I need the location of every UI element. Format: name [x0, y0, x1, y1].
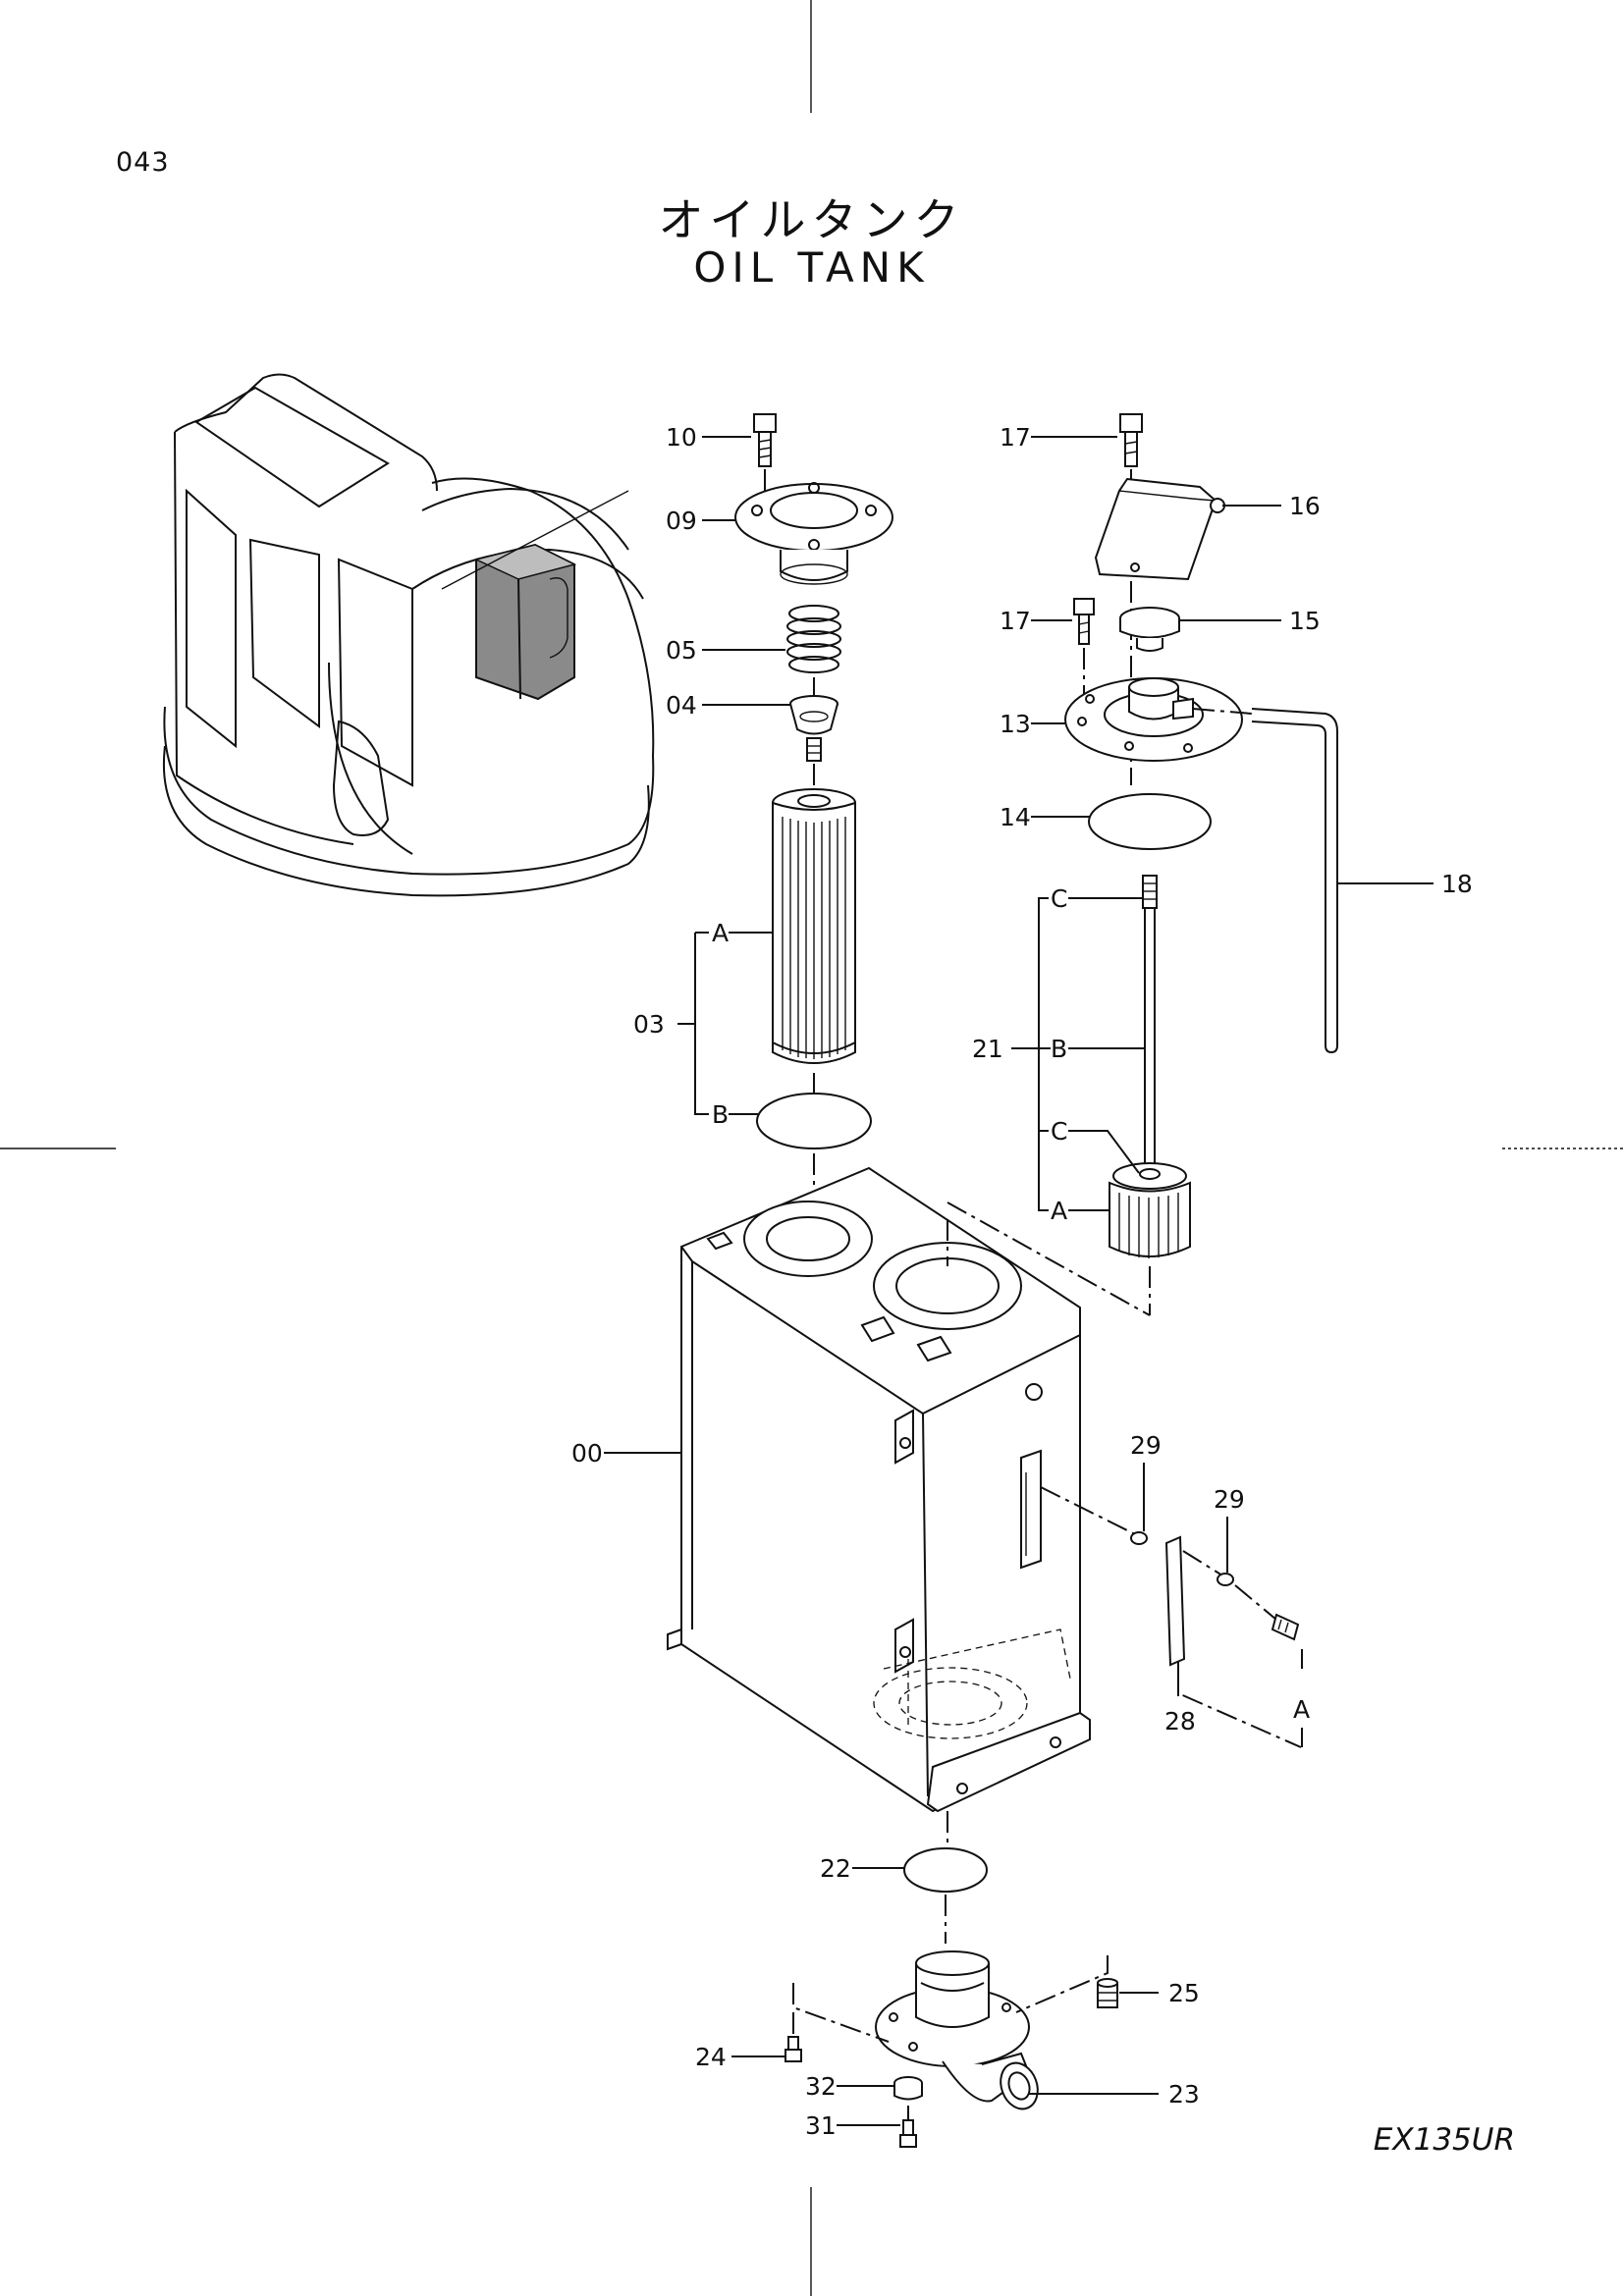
washer-29-a [1130, 1531, 1148, 1545]
oil-tank-00 [667, 1166, 1091, 1813]
callout-32: 32 [805, 2072, 837, 2101]
filter-element-03-a [772, 788, 856, 1064]
page-number: 043 [116, 147, 170, 178]
washer-29-b [1217, 1573, 1234, 1586]
callout-17-upper: 17 [1000, 423, 1031, 452]
callout-21-a: A [1051, 1197, 1067, 1225]
callout-03-b: B [712, 1100, 729, 1129]
title-english: OIL TANK [693, 243, 930, 292]
bolt-17-upper [1119, 413, 1143, 467]
callout-10: 10 [666, 423, 697, 452]
callout-03: 03 [633, 1010, 665, 1039]
callout-24: 24 [695, 2043, 727, 2071]
cover-09 [734, 482, 893, 585]
cap-15 [1119, 607, 1180, 652]
callout-28: 28 [1164, 1707, 1196, 1735]
bracket-16 [1094, 477, 1225, 581]
callout-15: 15 [1289, 607, 1321, 635]
o-ring-14 [1088, 793, 1212, 850]
filter-cover-assembly [734, 413, 893, 1266]
callout-31: 31 [805, 2111, 837, 2140]
callout-04: 04 [666, 691, 697, 720]
callout-16: 16 [1289, 492, 1321, 520]
callout-05: 05 [666, 636, 697, 665]
callout-23: 23 [1168, 2080, 1200, 2109]
callout-labels: 10 09 05 04 03 A B 17 16 17 15 13 14 18 … [571, 423, 1473, 2140]
callout-17-lower: 17 [1000, 607, 1031, 635]
bolt-17-lower [1073, 598, 1095, 645]
callout-09: 09 [666, 507, 697, 535]
hose-18 [1192, 708, 1338, 1054]
callout-13: 13 [1000, 710, 1031, 738]
callout-21: 21 [972, 1035, 1003, 1063]
o-ring-03-b [756, 1093, 872, 1149]
callout-22: 22 [820, 1854, 851, 1883]
spring-05 [786, 605, 841, 673]
title-japanese: オイルタンク [658, 193, 965, 246]
callout-21-c-upper: C [1051, 884, 1067, 913]
plug-25 [1097, 1978, 1118, 2008]
cover-13 [1064, 677, 1243, 762]
callout-21-c-lower: C [1051, 1117, 1067, 1146]
model-code: EX135UR [1373, 2122, 1515, 2158]
breather-cover-assembly [947, 413, 1338, 1316]
callout-25: 25 [1168, 1979, 1200, 2007]
callout-14: 14 [1000, 803, 1031, 831]
callout-29-a: 29 [1130, 1431, 1162, 1460]
callout-a-strap: A [1293, 1695, 1310, 1724]
callout-29-b: 29 [1214, 1485, 1245, 1514]
suction-strainer-21 [1109, 875, 1191, 1258]
callout-00: 00 [571, 1439, 603, 1468]
cap-32 [893, 2076, 923, 2101]
callout-21-b: B [1051, 1035, 1067, 1063]
o-ring-22 [903, 1847, 988, 1893]
strap-bracket-28 [1040, 1486, 1303, 1748]
callout-18: 18 [1441, 870, 1473, 898]
suction-pipe-23 [875, 1950, 1039, 2110]
excavator-overview-illustration [162, 373, 655, 897]
bypass-valve-04 [789, 695, 839, 762]
callout-03-a: A [712, 919, 729, 947]
leader-lines [604, 436, 1434, 2126]
bolt-10 [753, 413, 777, 467]
bolt-24 [784, 2012, 802, 2062]
bolt-31 [899, 2106, 917, 2148]
